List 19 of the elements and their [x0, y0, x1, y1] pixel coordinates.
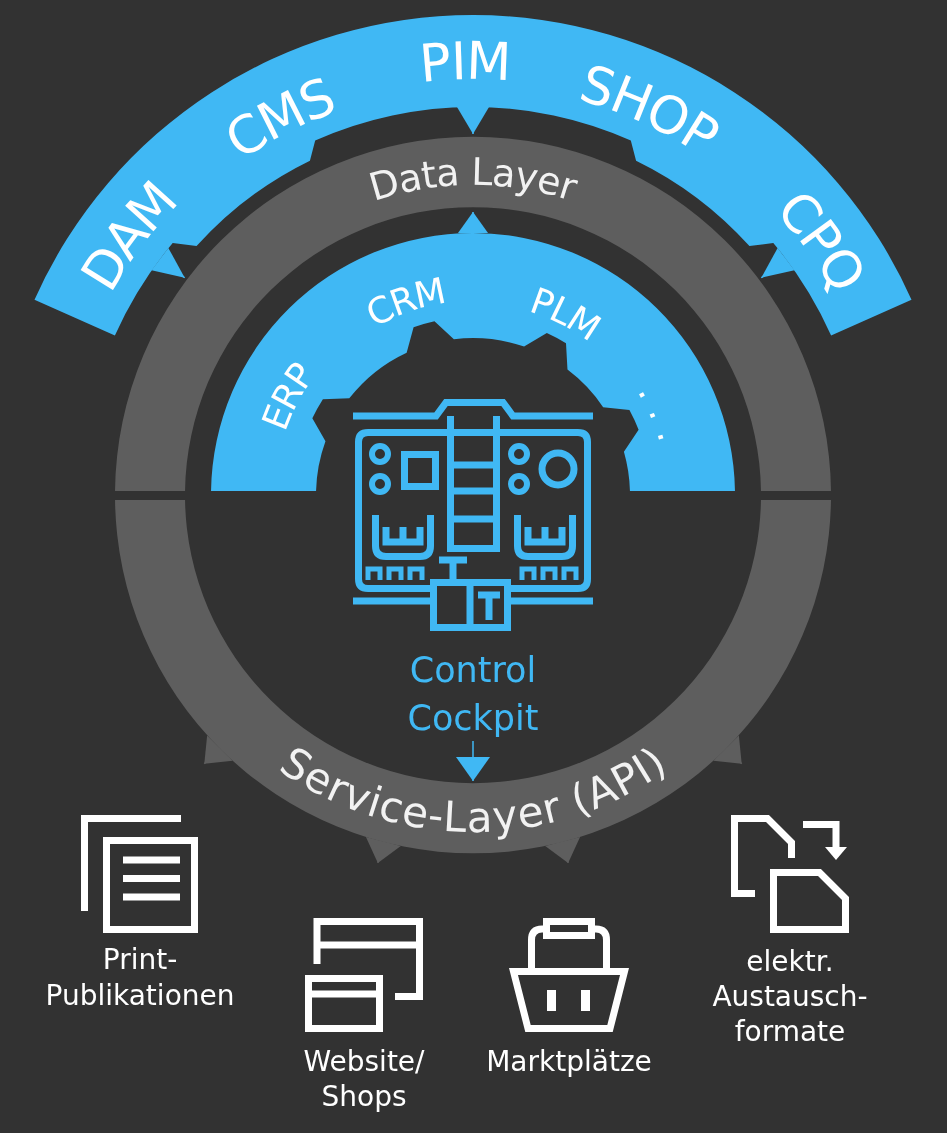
system-label: PIM	[417, 30, 513, 94]
channel-label: elektr. Austausch- formate	[712, 944, 868, 1049]
channel-label: Marktplätze	[486, 1044, 652, 1079]
system-label: CMS	[214, 65, 344, 171]
arrow	[458, 211, 488, 234]
arrow	[365, 837, 401, 864]
arrow	[203, 735, 233, 765]
channel-label: Print- Publikationen	[45, 942, 235, 1014]
arrow	[760, 247, 795, 279]
arrow	[545, 837, 581, 864]
cockpit-label: Control Cockpit	[407, 649, 539, 740]
arrow	[713, 735, 743, 765]
channel-label: Website/ Shops	[303, 1044, 425, 1114]
arrow	[457, 106, 489, 135]
system-label: CRM	[359, 269, 450, 335]
system-label: ...	[630, 374, 696, 458]
arrow	[151, 247, 186, 279]
arrow	[456, 740, 490, 782]
system-label: PLM	[525, 279, 609, 349]
